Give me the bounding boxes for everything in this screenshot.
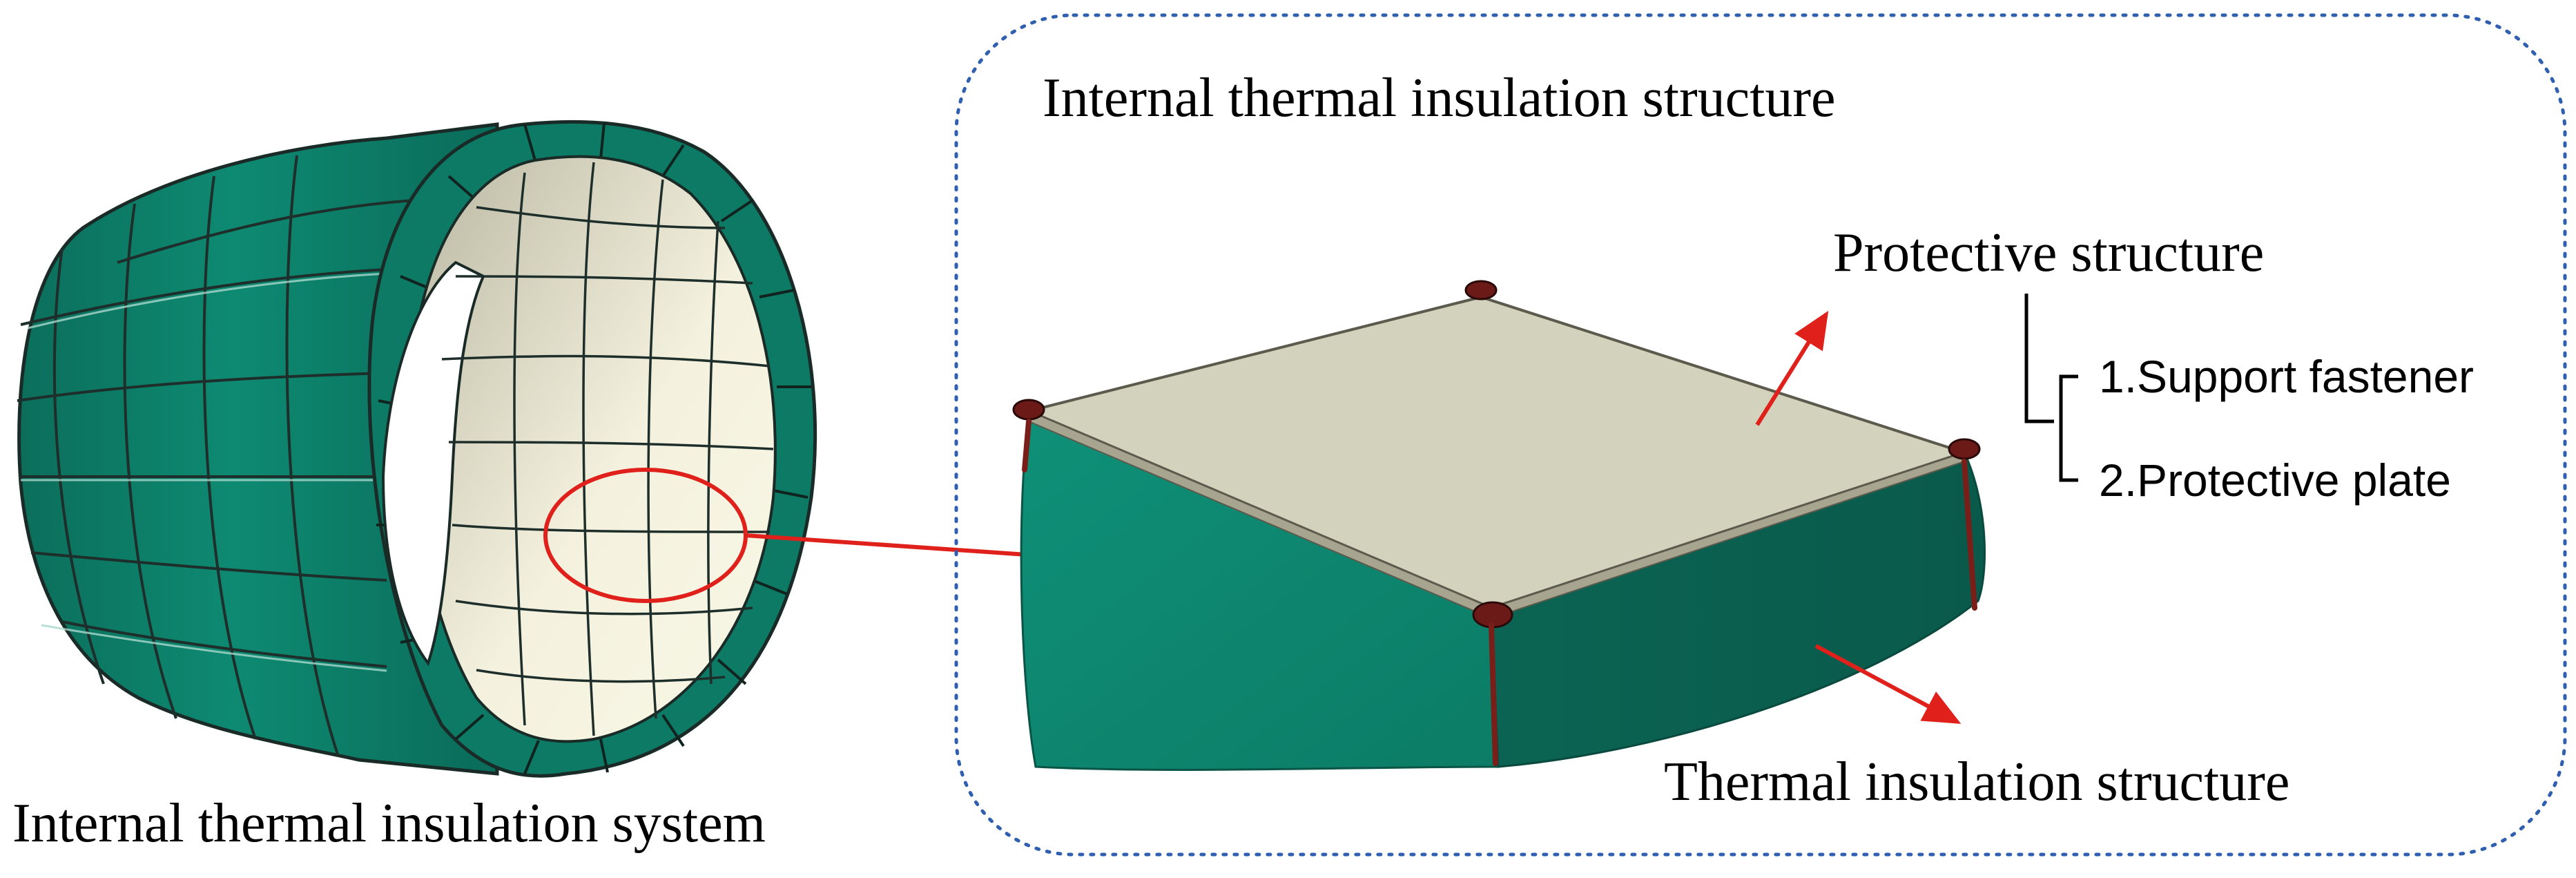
- protective-structure-label: Protective structure: [1833, 222, 2264, 283]
- sub-item-bracket: [2024, 294, 2078, 482]
- cylinder-inner-grid: [441, 162, 774, 736]
- cylinder-rim-segments: [376, 122, 811, 774]
- cylinder-bore-opening: [381, 260, 485, 667]
- block-right-face: [1490, 451, 1986, 768]
- fastener-top: [1464, 280, 1498, 300]
- support-fastener-label: 1.Support fastener: [2099, 351, 2474, 402]
- protective-plate-label: 2.Protective plate: [2099, 455, 2451, 506]
- insulation-structure-arrow: [1814, 644, 1962, 724]
- cylinder-seam-highlights: [21, 272, 387, 672]
- detail-frame: [954, 13, 2567, 857]
- insulation-cylinder: [17, 120, 817, 778]
- structure-title: Internal thermal insulation structure: [1043, 68, 1836, 128]
- fastener-stems: [1022, 419, 1977, 766]
- block-front-face: [1020, 412, 1500, 771]
- fastener-left: [1012, 399, 1045, 421]
- insulation-block: [1012, 280, 1986, 771]
- fastener-right: [1948, 438, 1981, 460]
- insulation-structure-label: Thermal insulation structure: [1664, 752, 2289, 812]
- protective-structure-arrow: [1755, 310, 1829, 426]
- system-caption: Internal thermal insulation system: [12, 793, 766, 854]
